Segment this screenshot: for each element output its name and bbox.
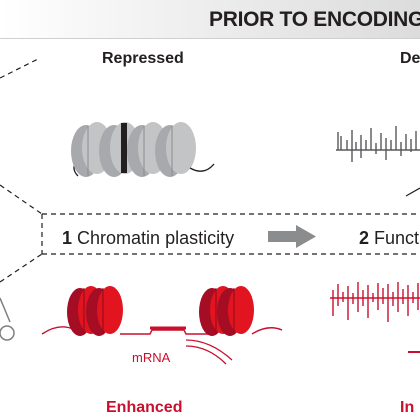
probe-icon [0,297,15,341]
enhanced-chromatin [41,286,283,365]
step-1-label: Chromatin plasticity [77,228,235,248]
header-title: PRIOR TO ENCODING [209,8,420,31]
red-nucleosome [217,286,254,336]
header-banner: PRIOR TO ENCODING [0,0,420,39]
repressed-chromatin [71,122,215,177]
depressed-label-partial: De [400,50,420,67]
repressed-label: Repressed [102,50,184,67]
step-2: 2 Functi [359,228,420,249]
step-2-label: Functi [374,228,420,248]
gray-nucleosome [155,122,196,177]
step-2-number: 2 [359,228,370,248]
step-bar-outline [41,213,420,255]
increased-label-partial: In [400,399,415,416]
depressed-signal-trace [336,126,420,162]
step-1-number: 1 [62,228,73,248]
step-arrow [268,225,316,248]
enhanced-label: Enhanced [106,399,183,416]
partial-connector-line [405,187,420,197]
mrna-label: mRNA [132,350,171,365]
left-hexagon-outline [0,57,43,283]
increased-signal-trace [330,282,420,353]
step-1: 1 Chromatin plasticity [62,228,234,249]
red-nucleosome [86,286,123,336]
